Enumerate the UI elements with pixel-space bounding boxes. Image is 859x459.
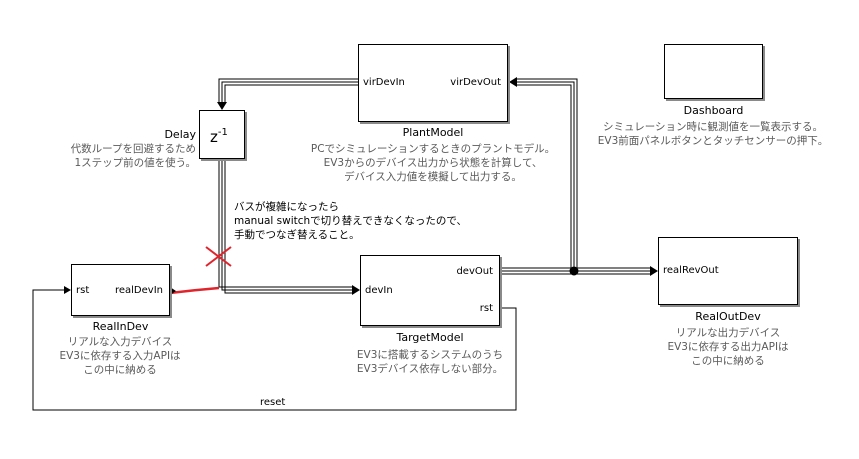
realindev-description: リアルな入力デバイス EV3に依存する入力APIは この中に納める [59, 336, 181, 376]
plantmodel-title: PlantModel [402, 126, 464, 139]
arrowhead-rst [64, 286, 71, 294]
plantmodel-block[interactable]: virDevIn virDevOut [358, 44, 508, 122]
bus-delay-to-targetmodel[interactable] [218, 160, 352, 294]
bus-devout-to-plantmodel[interactable] [516, 78, 578, 271]
plantmodel-port-virdevin: virDevIn [363, 77, 405, 88]
targetmodel-block[interactable]: devIn devOut rst [360, 255, 500, 326]
targetmodel-description: EV3に搭載するシステムのうち EV3デバイス依存しない部分。 [356, 349, 504, 375]
dashboard-title: Dashboard [683, 104, 744, 117]
realindev-port-rst: rst [76, 285, 90, 296]
reset-wire[interactable] [32, 289, 517, 411]
arrowhead-targetmodel [352, 285, 360, 295]
bus-plantmodel-to-delay[interactable] [218, 78, 358, 103]
targetmodel-port-devin: devIn [365, 285, 393, 296]
targetmodel-port-devout: devOut [456, 266, 493, 277]
delay-symbol: z-1 [210, 127, 228, 146]
realoutdev-port-realrevout: realRevOut [663, 265, 719, 276]
realindev-block[interactable]: rst realDevIn [71, 264, 170, 316]
arrowhead-realoutdev [650, 266, 658, 276]
dashboard-description: シミュレーション時に観測値を一覧表示する。 EV3前面パネルボタンとタッチセンサ… [597, 121, 829, 147]
realindev-title: RealInDev [92, 320, 149, 333]
reset-signal-label: reset [260, 397, 286, 408]
targetmodel-title: TargetModel [396, 331, 464, 344]
realindev-out-arrow [170, 287, 176, 295]
arrowhead-plantmodel [509, 77, 517, 87]
realoutdev-block[interactable]: realRevOut [658, 237, 798, 305]
plantmodel-port-virdevout: virDevOut [450, 77, 501, 88]
delay-title: Delay [164, 128, 196, 141]
delay-description: 代数ループを回避するため 1ステップ前の値を使う。 [70, 143, 196, 169]
dashboard-block[interactable] [664, 44, 763, 99]
targetmodel-port-rst: rst [479, 303, 493, 314]
realindev-port-realdevin: realDevIn [114, 285, 163, 296]
realoutdev-title: RealOutDev [695, 310, 761, 323]
patch-wire-realdevin[interactable] [169, 286, 220, 295]
realoutdev-description: リアルな出力デバイス EV3に依存する出力APIは この中に納める [667, 327, 789, 367]
arrowhead-delay [217, 102, 227, 110]
delay-block[interactable]: z-1 [199, 110, 245, 159]
plantmodel-description: PCでシミュレーションするときのプラントモデル。 EV3からのデバイス出力から状… [310, 143, 556, 183]
bus-switch-note: バスが複雑になったら manual switchで切り替えできなくなったので、 … [234, 201, 467, 241]
cross-mark [205, 246, 232, 267]
